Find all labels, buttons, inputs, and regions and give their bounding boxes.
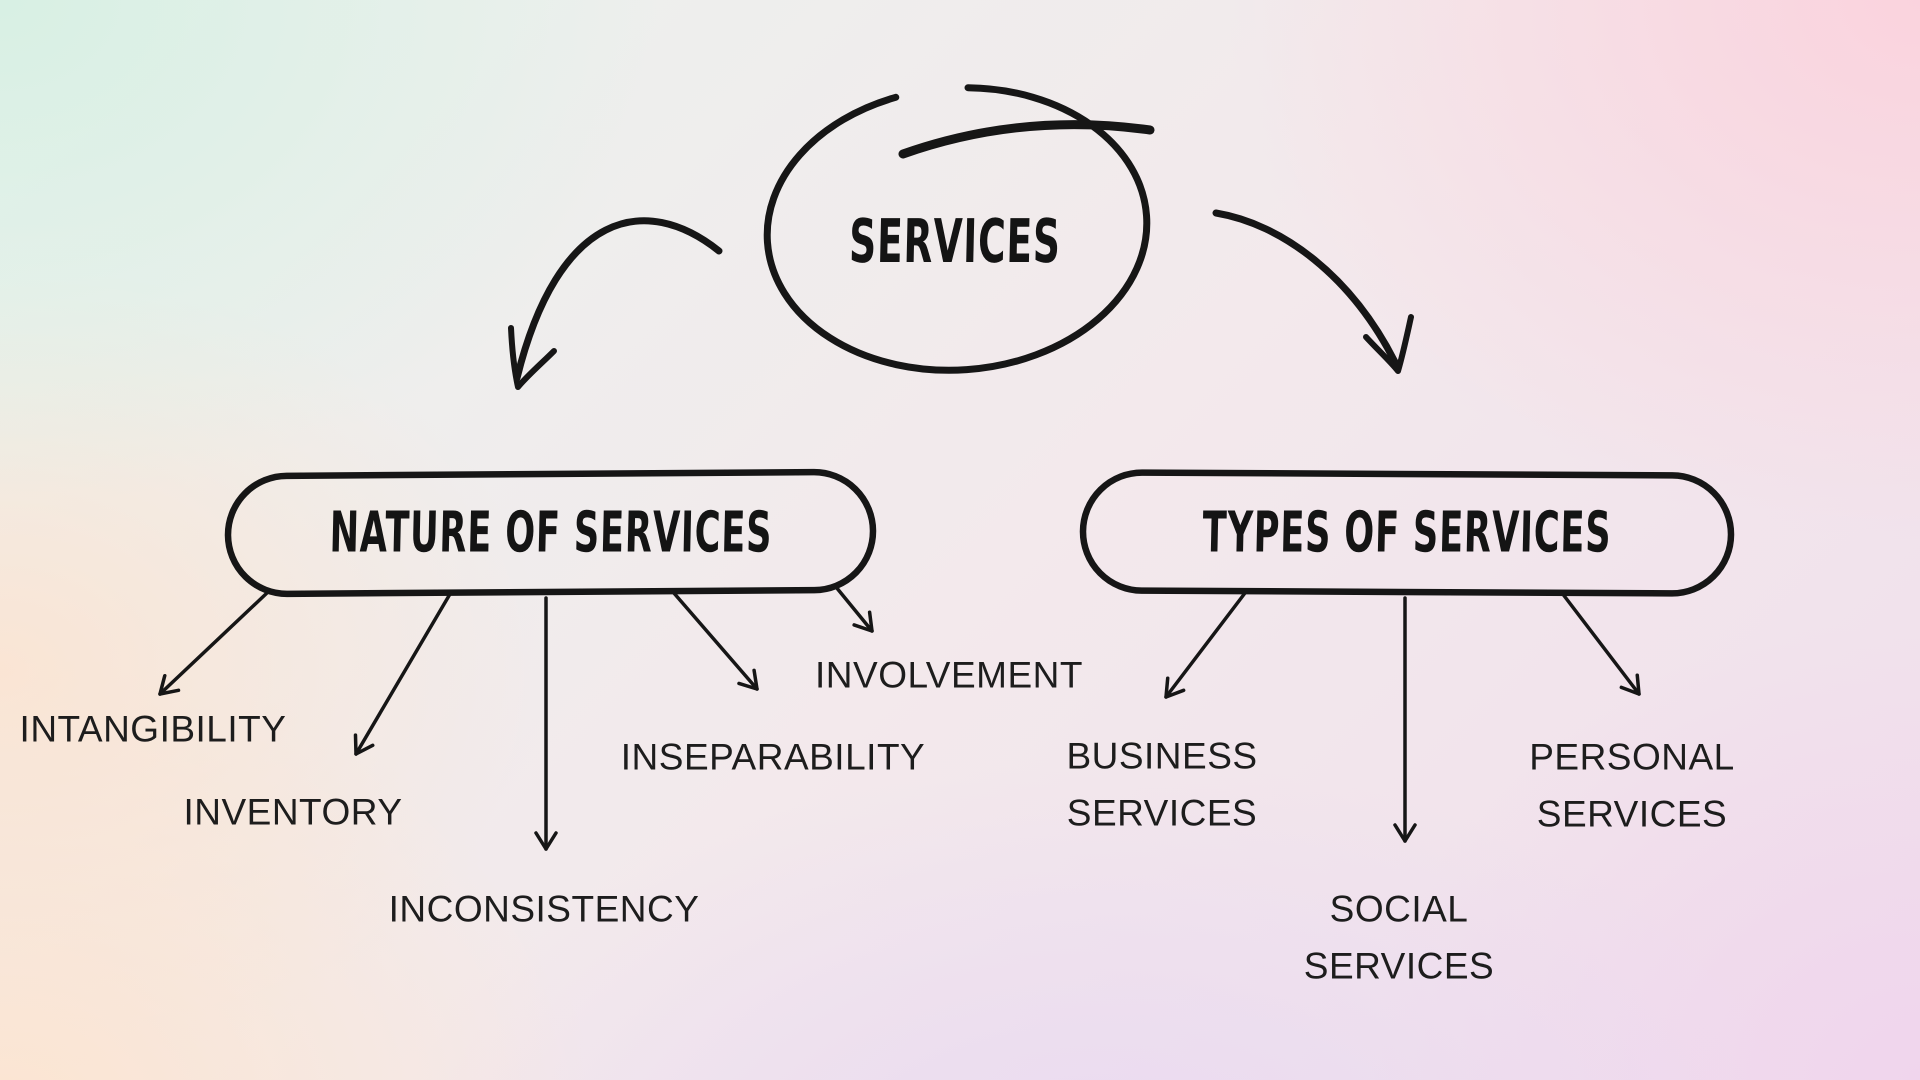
arrow-intangibility	[158, 590, 270, 696]
leaf-inconsistency: INCONSISTENCY	[388, 888, 700, 930]
root-ellipse-inner-stroke	[898, 120, 1155, 159]
arrow-inseparability	[671, 590, 759, 691]
leaf-inventory: INVENTORY	[183, 791, 403, 833]
curved-arrow-left-shaft	[513, 217, 723, 382]
branch-pill-left-outline	[224, 468, 877, 598]
leaf-inseparability: INSEPARABILITY	[620, 736, 926, 778]
curved-arrow-left-head	[508, 325, 557, 390]
arrow-personal-services	[1560, 591, 1641, 696]
root-ellipse-outline	[763, 84, 1151, 374]
leaf-business-services: BUSINESS SERVICES	[1066, 735, 1258, 834]
leaf-intangibility: INTANGIBILITY	[19, 708, 287, 750]
leaf-involvement: INVOLVEMENT	[815, 654, 1083, 696]
branch-right-label: TYPES OF SERVICES	[1201, 500, 1613, 566]
arrow-business-services	[1164, 591, 1247, 699]
curved-arrow-right-head	[1363, 314, 1414, 374]
curved-arrow-right-shaft	[1212, 209, 1400, 368]
branch-pill-right-outline	[1079, 469, 1735, 597]
leaf-social-services: SOCIAL SERVICES	[1303, 888, 1495, 987]
arrow-inventory	[353, 592, 452, 756]
root-node-label: SERVICES	[848, 206, 1062, 278]
arrow-involvement	[834, 585, 874, 633]
branch-left-label: NATURE OF SERVICES	[328, 500, 774, 566]
leaf-personal-services: PERSONAL SERVICES	[1529, 736, 1735, 835]
